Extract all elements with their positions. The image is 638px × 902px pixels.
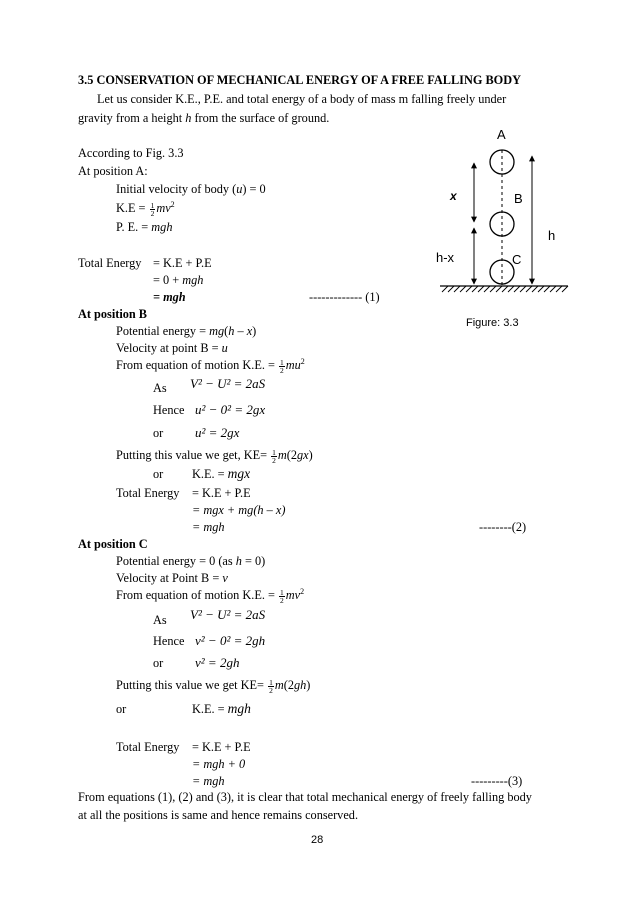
position-a-heading: At position A: <box>78 164 148 178</box>
total-energy-b-l2: = mgx + mg(h – x) <box>192 503 286 517</box>
velocity-line-b: Velocity at point B = u <box>116 341 228 355</box>
label-b: B <box>514 191 523 206</box>
ke-result-b: K.E. = mgx <box>192 466 251 481</box>
label-h: h <box>548 228 555 243</box>
kinematic-equation-c: V² − U² = 2aS <box>190 607 266 622</box>
pe-line-a: P. E. = mgh <box>116 220 173 234</box>
total-energy-c-l2: = mgh + 0 <box>192 757 246 771</box>
total-energy-c-l1: = K.E + P.E <box>192 740 251 754</box>
or-equation-c: v² = 2gh <box>195 655 240 670</box>
conclusion-line-1: From equations (1), (2) and (3), it is c… <box>78 790 532 804</box>
as-label-b: As <box>153 381 167 395</box>
falling-body-diagram: A B C x h h-x Figure: 3.3 <box>436 127 569 329</box>
label-c: C <box>512 252 521 267</box>
total-energy-label-a: Total Energy <box>78 256 142 270</box>
total-energy-a-l1: = K.E + P.E <box>153 256 212 270</box>
equation-marker-3: ---------(3) <box>471 774 523 788</box>
or2-label-c: or <box>116 702 127 716</box>
ke-result-c: K.E. = mgh <box>192 701 251 716</box>
or2-label-b: or <box>153 467 164 481</box>
section-title: 3.5 CONSERVATION OF MECHANICAL ENERGY OF… <box>78 73 521 87</box>
total-energy-b-l1: = K.E + P.E <box>192 486 251 500</box>
label-a: A <box>497 127 506 142</box>
hence-equation-b: u² − 0² = 2gx <box>195 402 266 417</box>
initial-velocity-line: Initial velocity of body (u) = 0 <box>116 182 266 196</box>
total-energy-label-c: Total Energy <box>116 740 180 754</box>
intro-line-2: gravity from a height h from the surface… <box>78 111 330 125</box>
position-c-heading: At position C <box>78 537 148 551</box>
figure-3-3: A B C x h h-x Figure: 3.3 <box>428 126 578 345</box>
intro-line-1: Let us consider K.E., P.E. and total ene… <box>97 92 507 106</box>
label-h-minus-x: h-x <box>436 250 455 265</box>
kinematic-equation-b: V² − U² = 2aS <box>190 376 266 391</box>
or-label-b: or <box>153 426 164 440</box>
pe-line-b: Potential energy = mg(h – x) <box>116 324 257 338</box>
pe-line-c: Potential energy = 0 (as h = 0) <box>116 554 266 568</box>
label-x: x <box>449 189 458 203</box>
total-energy-c-l3: = mgh <box>192 774 225 788</box>
position-b-heading: At position B <box>78 307 148 321</box>
total-energy-a-l2: = 0 + mgh <box>153 273 204 287</box>
total-energy-label-b: Total Energy <box>116 486 180 500</box>
hence-label-c: Hence <box>153 634 185 648</box>
according-to-fig: According to Fig. 3.3 <box>78 146 184 160</box>
as-label-c: As <box>153 613 167 627</box>
equation-marker-1: ------------- (1) <box>309 290 380 304</box>
ground-hatching <box>441 285 569 293</box>
conclusion-line-2: at all the positions is same and hence r… <box>78 808 359 822</box>
hence-equation-c: v² − 0² = 2gh <box>195 633 266 648</box>
velocity-line-c: Velocity at Point B = v <box>116 571 228 585</box>
total-energy-a-l3: = mgh <box>153 290 186 304</box>
or-label-c: or <box>153 656 164 670</box>
or-equation-b: u² = 2gx <box>195 425 240 440</box>
total-energy-b-l3: = mgh <box>192 520 225 534</box>
equation-marker-2: --------(2) <box>479 520 527 534</box>
page-number: 28 <box>311 834 324 846</box>
hence-label-b: Hence <box>153 403 185 417</box>
figure-caption: Figure: 3.3 <box>466 317 519 329</box>
